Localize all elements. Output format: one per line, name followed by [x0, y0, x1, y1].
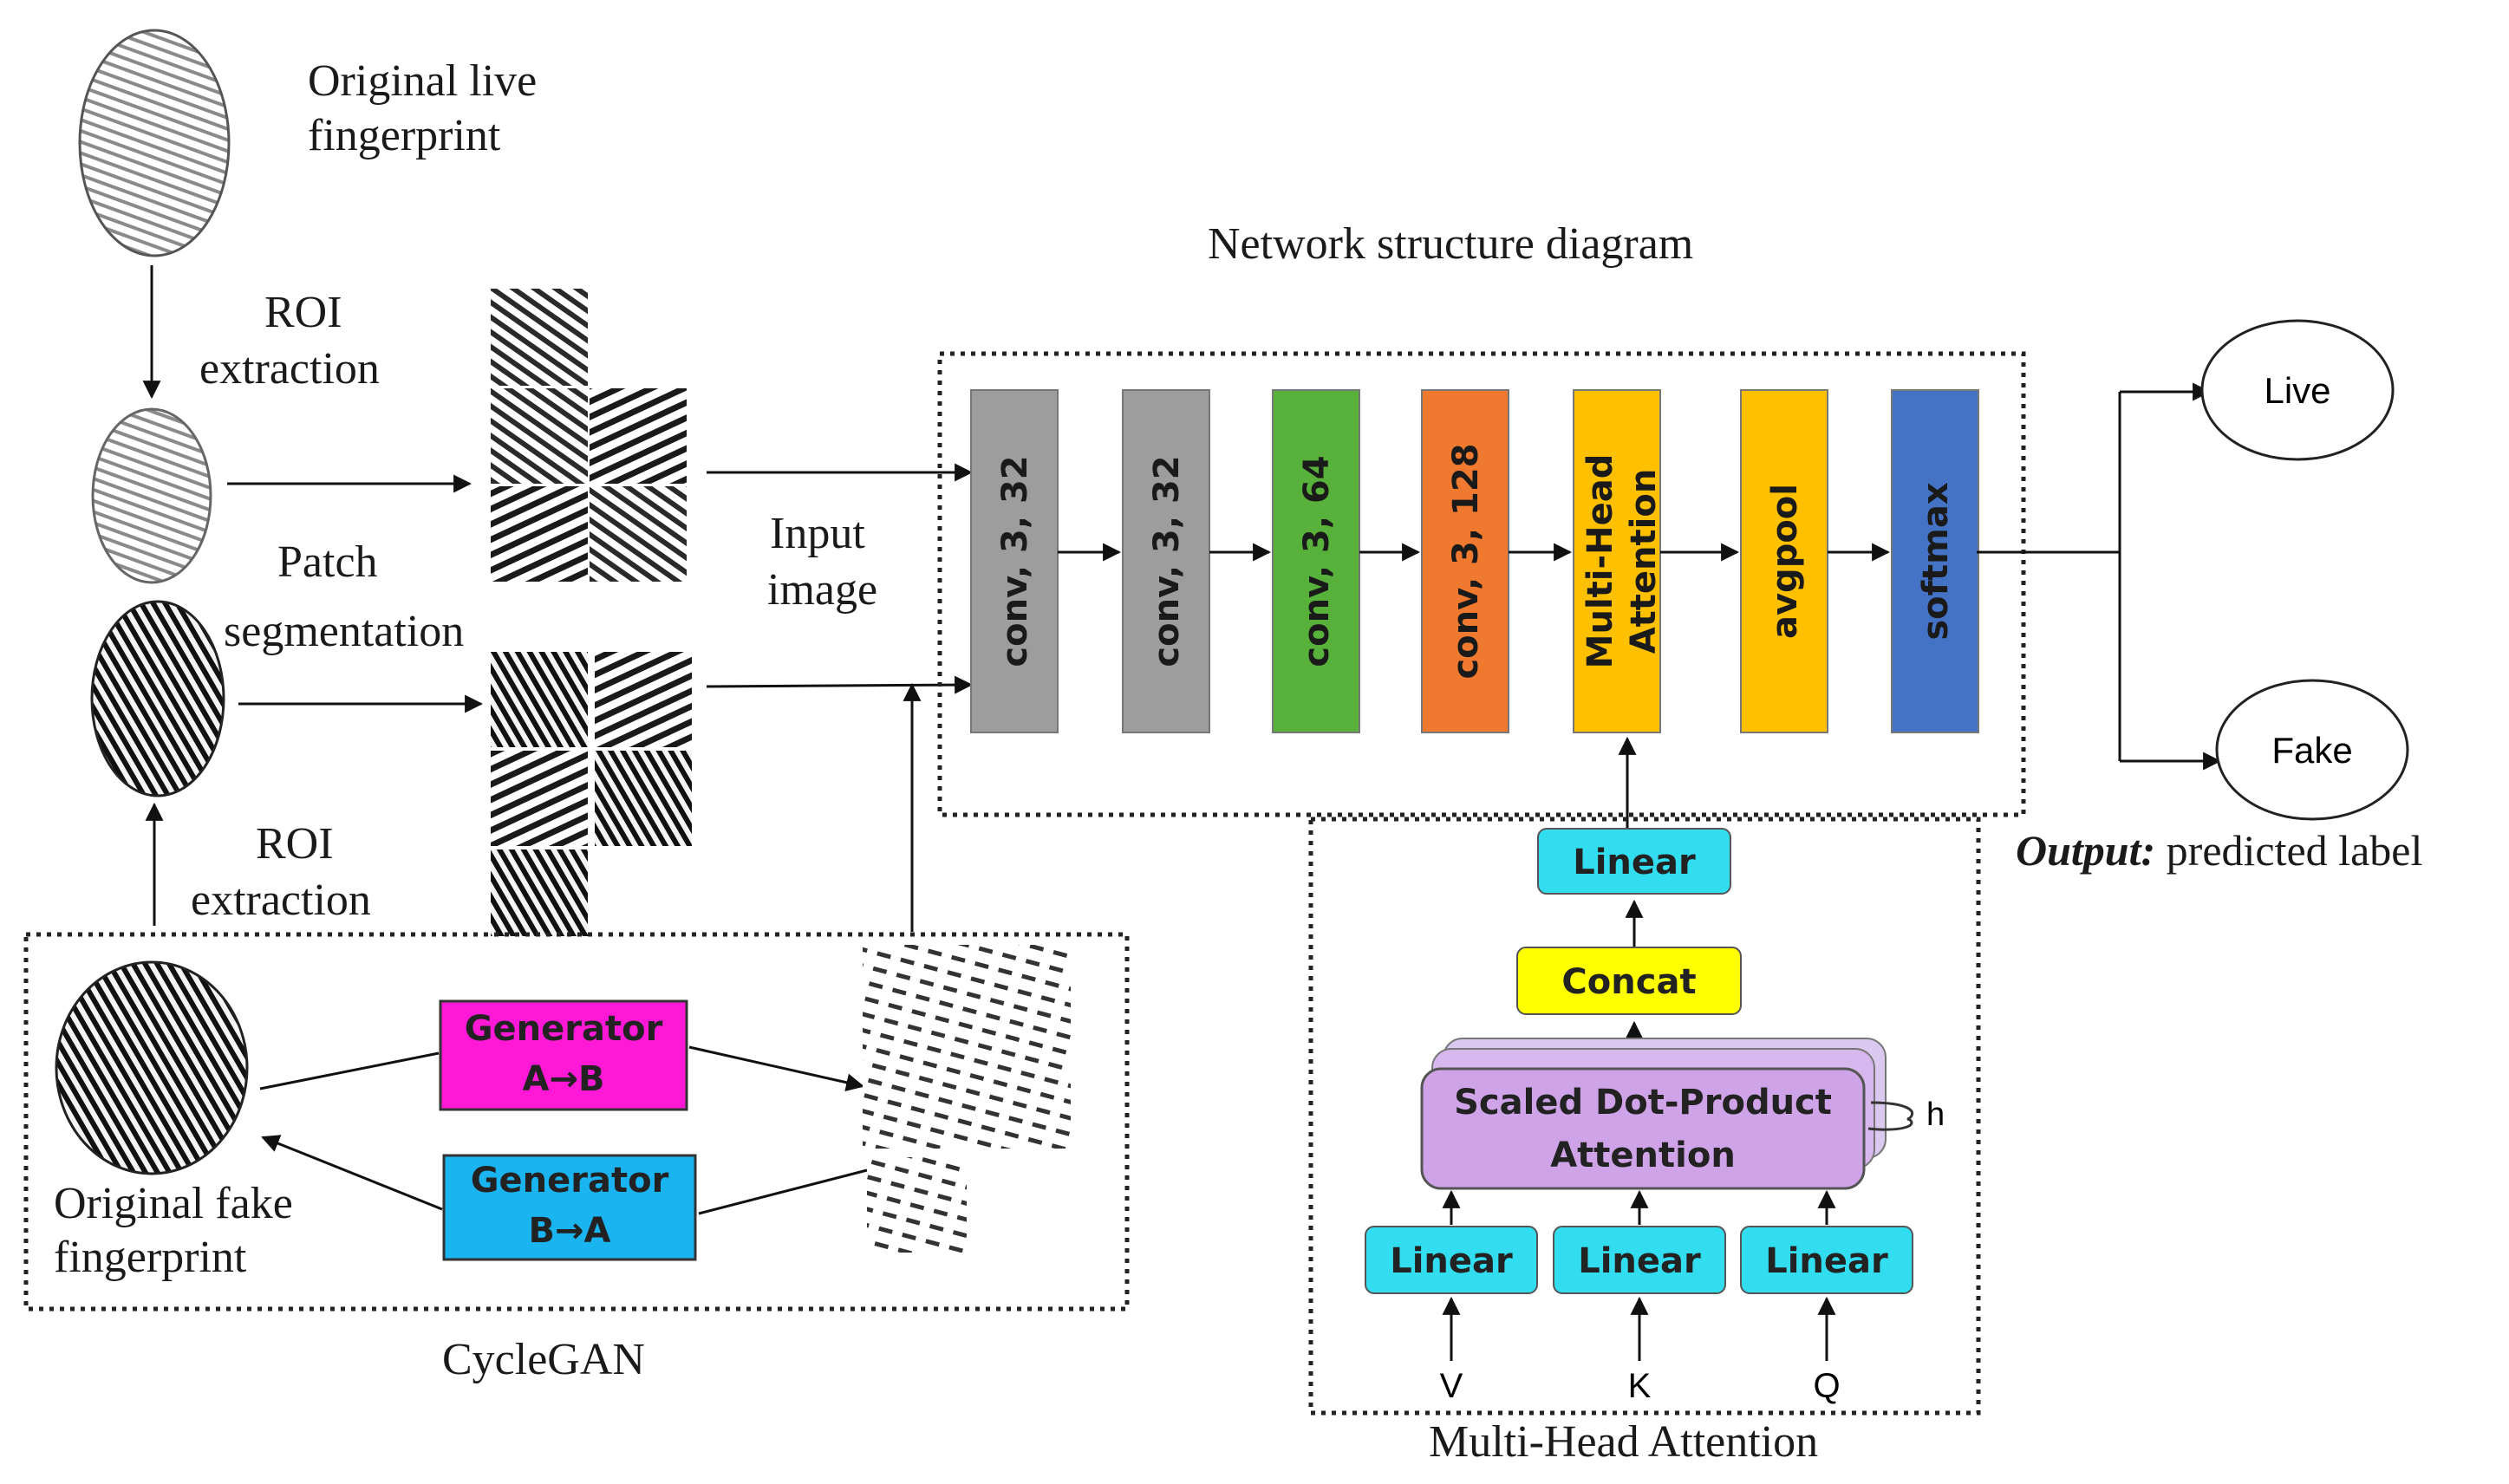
layer-4-label: conv, 3, 128 — [1446, 443, 1486, 679]
generator-ba: Generator B→A — [442, 1154, 697, 1261]
mha-concat-label: Concat — [1561, 962, 1696, 1002]
original-live-label-line1: Original live — [308, 56, 537, 106]
generator-ba-line2: B→A — [529, 1211, 611, 1251]
layer-6: avgpool — [1740, 389, 1828, 733]
live-roi-fingerprint-icon — [91, 407, 212, 584]
mha-linear-1: Linear — [1365, 1226, 1538, 1294]
network-layers: conv, 3, 32 conv, 3, 32 conv, 3, 64 conv, 3… — [970, 389, 1979, 733]
layer-6-label: avgpool — [1765, 484, 1805, 639]
generator-ab-line2: A→B — [523, 1059, 605, 1099]
layer-4: conv, 3, 128 — [1421, 389, 1509, 733]
output-caption-bold: Output: — [2016, 826, 2155, 875]
layer-2-label: conv, 3, 32 — [1147, 455, 1187, 667]
mha-input-1: V — [1440, 1367, 1463, 1405]
network-box — [937, 351, 2026, 817]
live-output-node — [2200, 319, 2395, 461]
generator-ab: Generator A→B — [439, 999, 688, 1111]
mha-sdpa-stack: Scaled Dot-Product Attention h — [1420, 1038, 1945, 1190]
mha-input-2: K — [1628, 1367, 1652, 1405]
cyclegan-title: CycleGAN — [442, 1335, 645, 1384]
network-title: Network structure diagram — [1208, 219, 1693, 269]
mha-concat: Concat — [1516, 947, 1742, 1015]
live-patches-icon — [491, 289, 687, 582]
layer-1: conv, 3, 32 — [970, 389, 1059, 733]
mha-input-3: Q — [1813, 1367, 1840, 1405]
generator-ab-line1: Generator — [465, 1009, 663, 1049]
mha-linear-top: Linear — [1537, 828, 1731, 895]
fake-output-node — [2215, 679, 2409, 821]
patch-line2: segmentation — [224, 607, 464, 656]
mha-linear-3: Linear — [1740, 1226, 1913, 1294]
line-output-to-gen-ba — [698, 1168, 868, 1215]
fake-roi-fingerprint-icon — [90, 600, 225, 797]
input-image-line1: Input — [770, 509, 865, 558]
fake-output-label: Fake — [2271, 730, 2352, 771]
mha-linear-1-label: Linear — [1390, 1241, 1513, 1281]
mha-title: Multi-Head Attention — [1429, 1417, 1818, 1467]
output-caption-rest: predicted label — [2155, 826, 2422, 875]
fake-patches-icon — [491, 652, 692, 936]
mha-linear-top-label: Linear — [1573, 843, 1696, 882]
input-image-line2: image — [767, 565, 877, 615]
original-live-label-line2: fingerprint — [308, 111, 501, 160]
output-caption: Output: predicted label — [2016, 826, 2422, 875]
original-fake-fingerprint-icon — [55, 960, 249, 1175]
layer-1-label: conv, 3, 32 — [995, 455, 1035, 667]
line-fake-to-gen-ab — [259, 1051, 440, 1090]
generated-fingerprint-icon — [863, 945, 1071, 1253]
original-fake-line1: Original fake — [54, 1179, 293, 1228]
generator-ba-line1: Generator — [471, 1161, 669, 1201]
mha-sdpa-line2: Attention — [1550, 1136, 1736, 1175]
mha-box — [1308, 817, 1981, 1416]
roi-bottom-line2: extraction — [191, 875, 371, 925]
roi-top-line2: extraction — [199, 344, 380, 394]
arrow-gen-ba-to-fake — [261, 1135, 443, 1211]
arrow-input-fake — [706, 675, 974, 694]
layer-7-label: softmax — [1916, 482, 1956, 640]
live-output-label: Live — [2264, 370, 2330, 411]
mha-linear-2-label: Linear — [1578, 1241, 1701, 1281]
layer-2: conv, 3, 32 — [1122, 389, 1210, 733]
layer-3-label: conv, 3, 64 — [1297, 455, 1337, 667]
arrow-gen-ab-to-output — [688, 1045, 865, 1092]
layer-3: conv, 3, 64 — [1272, 389, 1360, 733]
live-fingerprint-icon — [78, 29, 231, 257]
patch-line1: Patch — [277, 537, 378, 587]
mha-linear-2: Linear — [1553, 1226, 1726, 1294]
mha-linear-3-label: Linear — [1765, 1241, 1888, 1281]
roi-top-line1: ROI — [264, 288, 342, 337]
mha-h-label: h — [1926, 1097, 1945, 1133]
layer-7: softmax — [1891, 389, 1979, 733]
original-fake-line2: fingerprint — [54, 1233, 247, 1282]
mha-sdpa-line1: Scaled Dot-Product — [1454, 1083, 1832, 1123]
roi-bottom-line1: ROI — [256, 819, 334, 869]
